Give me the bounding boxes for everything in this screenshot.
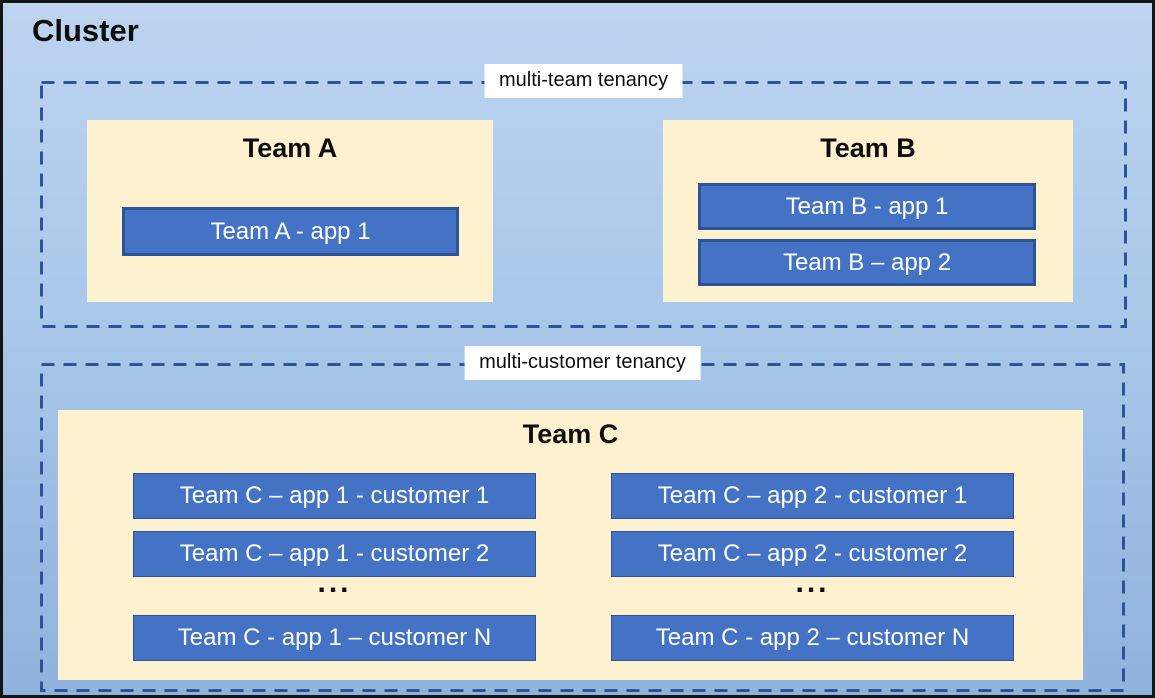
cluster-title: Cluster [32, 13, 139, 48]
team-c-app2-customerN-box: Team C - app 2 – customer N [611, 615, 1014, 661]
team-b-app-1-box: Team B - app 1 [698, 183, 1036, 230]
team-b-title: Team B [820, 133, 916, 163]
team-c-app1-customer1-box: Team C – app 1 - customer 1 [133, 473, 536, 519]
team-a-box: Team A Team A - app 1 [87, 120, 493, 302]
multi-customer-tenancy-label: multi-customer tenancy [464, 346, 701, 380]
team-c-app2-customer1-box: Team C – app 2 - customer 1 [611, 473, 1014, 519]
team-a-app-1-box: Team A - app 1 [122, 207, 459, 256]
multi-team-tenancy-zone: multi-team tenancy Team A Team A - app 1… [40, 64, 1127, 328]
multi-customer-tenancy-zone: multi-customer tenancy Team C Team C – a… [40, 346, 1125, 692]
team-a-title: Team A [242, 133, 338, 163]
team-c-app1-ellipsis: ... [317, 566, 352, 599]
multi-team-tenancy-label: multi-team tenancy [484, 64, 683, 98]
team-c-app1-customer2-box: Team C – app 1 - customer 2 [133, 531, 536, 577]
team-c-app1-customerN-box: Team C - app 1 – customer N [133, 615, 536, 661]
team-c-app2-ellipsis: ... [795, 566, 830, 599]
dashed-border [40, 81, 1127, 328]
team-c-title: Team C [522, 419, 619, 449]
team-c-box: Team C Team C – app 1 - customer 1 Team … [58, 410, 1083, 680]
team-c-app2-customer2-box: Team C – app 2 - customer 2 [611, 531, 1014, 577]
team-b-box: Team B Team B - app 1 Team B – app 2 [663, 120, 1073, 302]
team-b-app-2-box: Team B – app 2 [698, 239, 1036, 286]
